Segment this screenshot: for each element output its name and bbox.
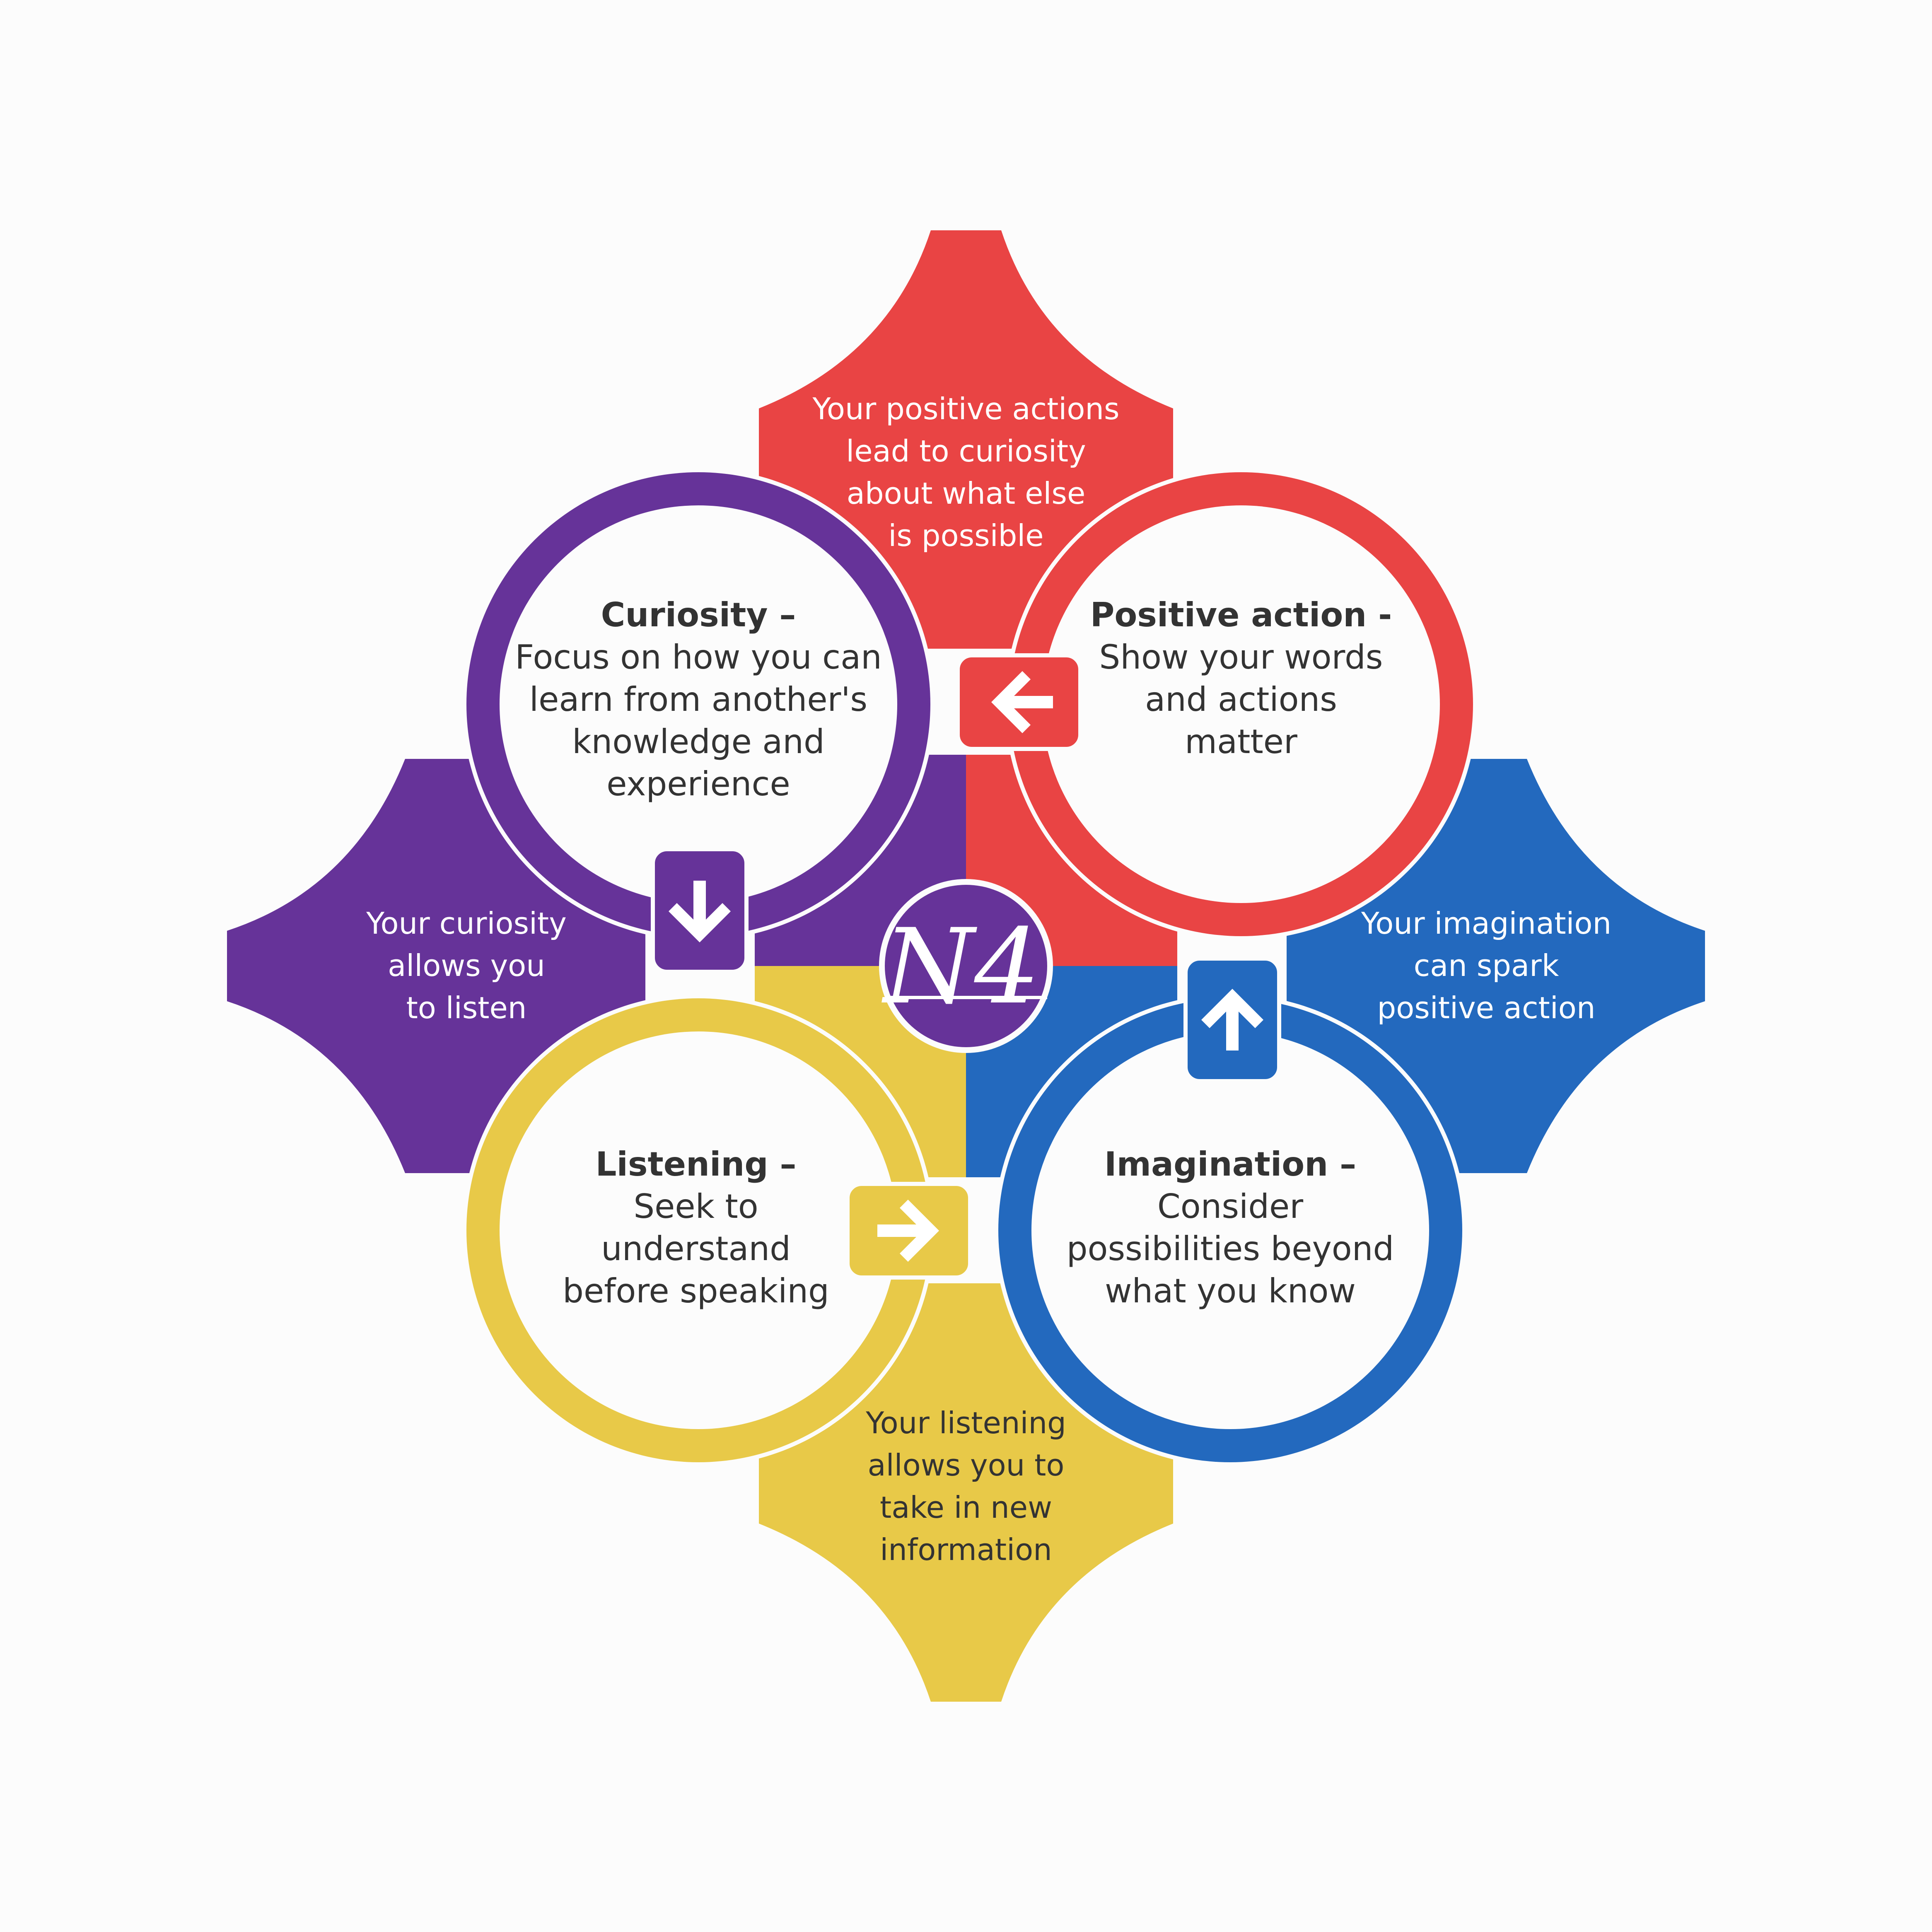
curiosity-line: experience [606,765,790,803]
imagination-text: Imagination – Consider possibilities bey… [1067,1145,1394,1310]
listening-title: Listening – [596,1145,797,1183]
n4-logo: N4 [879,879,1053,1053]
curiosity-text: Curiosity – Focus on how you can learn f… [515,596,882,803]
petal-bottom-line: take in new [880,1490,1052,1525]
curiosity-title: Curiosity – [601,596,796,634]
imagination-line: Consider [1157,1187,1303,1226]
positive-action-line: and actions [1145,680,1337,719]
listening-line: before speaking [563,1272,829,1310]
petal-left-line: to listen [406,990,527,1025]
petal-top-text: Your positive actions lead to curiosity … [812,391,1119,553]
arrow-up-icon [1183,956,1281,1083]
petal-right-text: Your imagination can spark positive acti… [1361,906,1611,1025]
petal-top-line: lead to curiosity [846,434,1086,469]
petal-top-line: about what else [847,476,1086,511]
curiosity-line: knowledge and [572,722,825,761]
listening-text: Listening – Seek to understand before sp… [563,1145,829,1310]
imagination-line: what you know [1105,1272,1356,1310]
curiosity-line: learn from another's [529,680,867,719]
circle-curiosity [462,468,935,940]
logo-text: N4 [881,906,1040,1027]
petal-right-line: positive action [1377,990,1596,1025]
positive-action-line: matter [1185,722,1297,761]
petal-top-line: is possible [888,518,1043,553]
petal-top-line: Your positive actions [812,391,1119,426]
positive-action-text: Positive action - Show your words and ac… [1090,596,1392,761]
arrow-left-icon [956,653,1082,751]
petal-right-line: can spark [1414,948,1559,983]
petal-right-line: Your imagination [1361,906,1611,941]
arrow-down-icon [651,847,749,974]
petal-bottom-text: Your listening allows you to take in new… [865,1406,1066,1567]
petal-bottom-line: Your listening [865,1406,1066,1440]
positive-action-title: Positive action - [1090,596,1392,634]
petal-left-line: allows you [388,948,545,983]
circle-imagination [994,994,1466,1466]
petal-left-line: Your curiosity [366,906,567,941]
curiosity-line: Focus on how you can [515,638,882,676]
petal-bottom-line: allows you to [868,1448,1065,1483]
imagination-line: possibilities beyond [1067,1229,1394,1268]
arrow-right-icon [845,1182,972,1280]
circle-listening [462,994,935,1466]
positive-action-line: Show your words [1099,638,1383,676]
listening-line: understand [601,1229,791,1268]
petal-left-text: Your curiosity allows you to listen [366,906,567,1025]
imagination-title: Imagination – [1104,1145,1356,1183]
listening-line: Seek to [633,1187,758,1226]
circle-positive-action [1005,468,1477,940]
petal-bottom-line: information [880,1532,1052,1567]
